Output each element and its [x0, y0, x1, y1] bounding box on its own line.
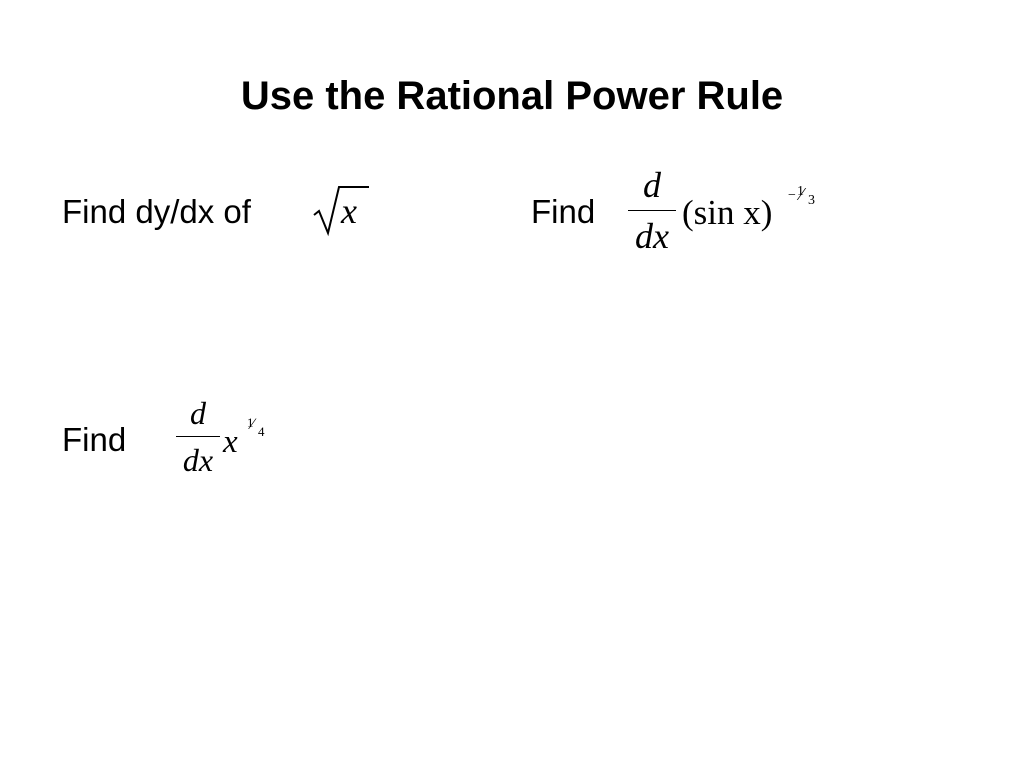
problem2-expression: (sin x) [682, 193, 773, 232]
problem2-numerator: d [643, 165, 661, 205]
problem2-exponent-numerator: 1 [797, 184, 804, 199]
problem3-label: Find [62, 421, 127, 458]
problem3-exponent-slash: ⁄ [251, 416, 254, 433]
problem2-exponent-denominator: 3 [808, 193, 815, 208]
problem3-derivative-operator: d dx [176, 396, 220, 477]
problem1-sqrt-expression: x [311, 181, 371, 241]
slide-title: Use the Rational Power Rule [240, 74, 784, 118]
problem3-numerator: d [190, 395, 206, 431]
problem2-label: Find [531, 193, 596, 230]
problem2-denominator: dx [635, 216, 669, 256]
problem2-derivative-operator: d dx [628, 166, 676, 255]
problem1-label: Find dy/dx of [62, 193, 251, 230]
problem3-denominator: dx [182, 442, 214, 478]
problem1-radicand: x [341, 191, 357, 231]
problem3-exponent-denominator: 4 [258, 424, 265, 439]
problem2-fraction-bar [628, 210, 676, 211]
problem2-exponent-slash: ⁄ [800, 184, 804, 204]
radical-sign-icon [313, 186, 369, 237]
problem3-fraction-bar [176, 436, 220, 437]
problem2-exponent-sign: − [788, 188, 796, 203]
problem3-base: x [223, 424, 238, 460]
problem3-exponent-numerator: 1 [247, 415, 254, 430]
